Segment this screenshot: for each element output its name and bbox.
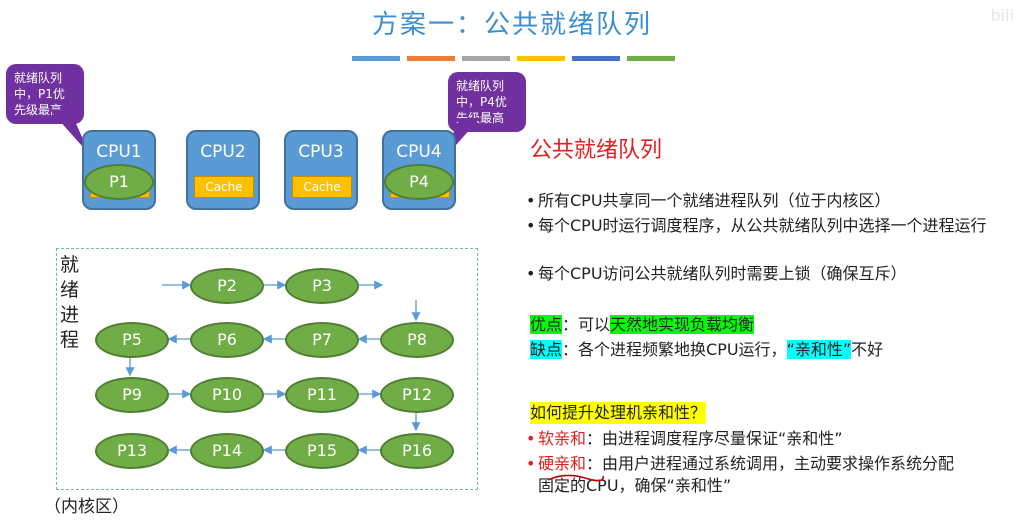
process-p6: P6 [190,322,264,358]
bullet-text: 每个CPU时运行调度程序，从公共就绪队列中选择一个进程运行 [538,216,987,235]
cache-block: Cache [292,176,352,198]
process-p5: P5 [95,322,169,358]
cons-line: 缺点：各个进程频繁地换CPU运行，“亲和性”不好 [530,339,883,361]
color-bar-5 [572,56,620,61]
process-p3: P3 [285,268,359,304]
process-p13: P13 [95,433,169,469]
bullet-text: 每个CPU访问公共就绪队列时需要上锁（确保互斥） [538,264,907,283]
color-bar-1 [352,56,400,61]
hard-affinity-text: ：由用户进程通过系统调用，主动要求操作系统分配固定的CPU，确保“亲和性” [538,454,955,495]
bullet-hard-affinity: • 硬亲和：由用户进程通过系统调用，主动要求操作系统分配固定的CPU，确保“亲和… [526,453,968,497]
hand-underline [547,474,604,482]
soft-affinity-text: ：由进程调度程序尽量保证“亲和性” [586,429,843,448]
process-p12: P12 [380,377,454,413]
cpu-label: CPU2 [200,142,246,162]
pros-label: 优点 [530,315,563,334]
bullet-scheduler: • 每个CPU时运行调度程序，从公共就绪队列中选择一个进程运行 [526,215,1008,237]
process-p2: P2 [190,268,264,304]
process-p14: P14 [190,433,264,469]
process-p8: P8 [380,322,454,358]
section-title: 公共就绪队列 [530,138,663,163]
bullet-dot: • [526,264,536,283]
callout-left-pointer [50,110,90,155]
bullet-text: 所有CPU共享同一个就绪进程队列（位于内核区） [538,191,891,210]
pros-line: 优点：可以天然地实现负载均衡 [530,314,755,336]
watermark: bili [990,6,1015,25]
cpu-label: CPU3 [298,142,344,162]
bullet-lock: • 每个CPU访问公共就绪队列时需要上锁（确保互斥） [526,263,1008,285]
color-bar-4 [517,56,565,61]
process-p1: P1 [84,164,154,200]
cons-label: 缺点 [530,340,563,359]
cons-highlight: “亲和性” [786,340,852,359]
process-p4: P4 [384,164,454,200]
cpu-3: CPU3 Cache [284,130,358,210]
process-p15: P15 [285,433,359,469]
kernel-area [56,248,478,490]
color-bar-3 [462,56,510,61]
bullet-dot: • [526,429,536,448]
hard-affinity-label: 硬亲和 [538,454,587,473]
process-p10: P10 [190,377,264,413]
cons-tail: 不好 [851,340,884,359]
ready-process-label: 就绪进程 [60,254,80,351]
cpu-4: CPU4 P4 [382,130,456,210]
cpu-label: CPU1 [96,142,142,162]
bullet-shared-queue: • 所有CPU共享同一个就绪进程队列（位于内核区） [526,190,1008,212]
color-bar-6 [627,56,675,61]
bullet-dot: • [526,216,536,235]
affinity-question: 如何提升处理机亲和性？ [530,402,707,424]
cache-block: Cache [194,176,254,198]
cpu-label: CPU4 [396,142,442,162]
kernel-area-label: （内核区） [44,497,129,517]
color-bar-2 [407,56,455,61]
bullet-dot: • [526,191,536,210]
bullet-dot: • [526,454,536,473]
callout-p1-priority: 就绪队列中，P1优先级最高 [6,64,84,124]
bullet-soft-affinity: • 软亲和：由进程调度程序尽量保证“亲和性” [526,428,1008,450]
slide-title: 方案一：公共就绪队列 [371,10,652,40]
cpu-1: CPU1 P1 [82,130,156,210]
process-p16: P16 [380,433,454,469]
cpu-2: CPU2 Cache [186,130,260,210]
process-p11: P11 [285,377,359,413]
pros-highlight: 天然地实现负载均衡 [610,315,755,334]
pros-text: ：可以 [562,315,611,334]
process-p9: P9 [95,377,169,413]
process-p7: P7 [285,322,359,358]
cons-text: ：各个进程频繁地换CPU运行， [562,340,787,359]
soft-affinity-label: 软亲和 [538,429,587,448]
